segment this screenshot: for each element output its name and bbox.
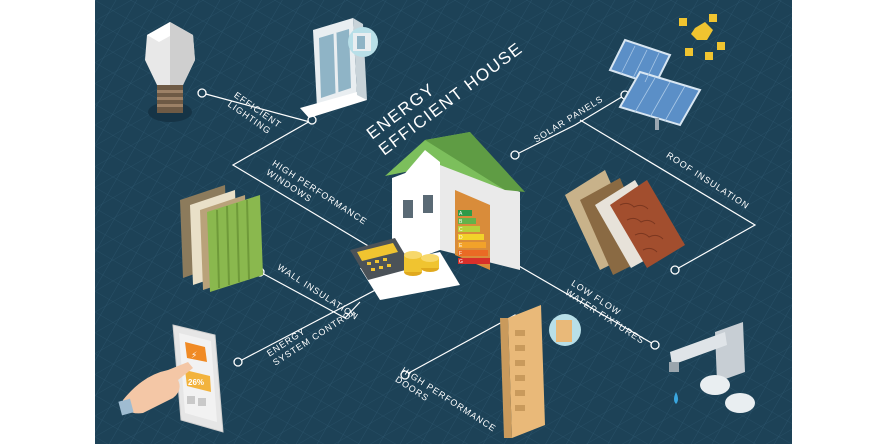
solar-panels-icon <box>608 14 725 130</box>
diagram-graphics: ⚡ 26% <box>95 0 792 444</box>
energy-class-f: F <box>459 251 462 257</box>
energy-class-e: E <box>459 243 463 249</box>
svg-text:⚡: ⚡ <box>191 351 197 361</box>
tablet-control-icon: ⚡ 26% <box>118 324 224 433</box>
energy-class-d: D <box>459 235 463 241</box>
wall-insulation-icon <box>180 185 263 292</box>
energy-class-c: C <box>459 227 463 233</box>
infographic-panel: ⚡ 26% <box>95 0 792 444</box>
calculator-icon <box>350 238 460 300</box>
energy-class-b: B <box>459 219 463 225</box>
coins-icon <box>404 251 439 276</box>
light-bulb-icon <box>145 22 195 122</box>
door-icon <box>500 305 581 438</box>
tablet-percent: 26% <box>188 378 204 387</box>
energy-class-a: A <box>459 211 463 217</box>
energy-rating-bars <box>458 210 490 264</box>
roof-insulation-icon <box>565 170 685 275</box>
water-faucet-icon <box>669 322 755 413</box>
window-icon <box>300 18 378 118</box>
energy-class-g: G <box>459 259 463 265</box>
